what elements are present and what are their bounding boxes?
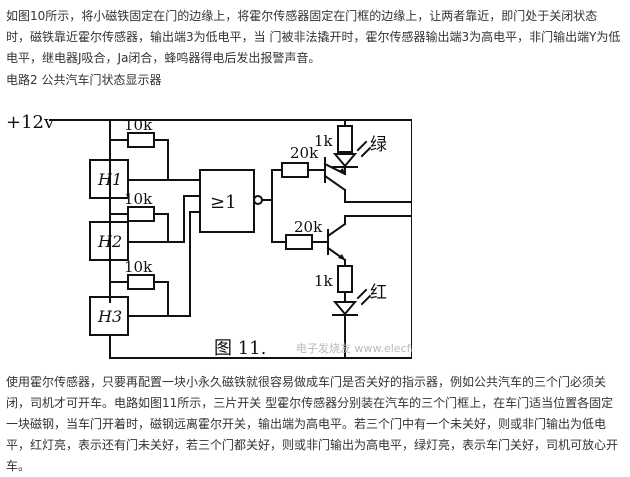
- figure-caption: 图 11.: [214, 338, 266, 359]
- h2-label: H2: [97, 232, 122, 251]
- watermark: 电子发烧友 www.elecfans.com: [296, 341, 412, 355]
- resistor-1k-top: [337, 125, 353, 153]
- r-base-bottom-label: 20k: [294, 218, 323, 236]
- h1-label: H1: [97, 170, 122, 189]
- led-green: [332, 153, 358, 168]
- resistor-10k-1: [127, 132, 155, 148]
- resistor-1k-bottom: [337, 265, 353, 293]
- gate-label: ≥1: [210, 192, 237, 213]
- r-led-bottom-label: 1k: [314, 272, 334, 290]
- h3-label: H3: [97, 307, 122, 326]
- resistor-10k-3: [127, 274, 155, 290]
- description-paragraph: 使用霍尔传感器，只要再配置一块小永久磁铁就很容易做成车门是否关好的指示器，例如公…: [6, 375, 619, 473]
- section-title: 电路2 公共汽车门状态显示器: [6, 73, 162, 87]
- supply-label: +12v: [6, 112, 55, 133]
- r-led-top-label: 1k: [314, 132, 334, 150]
- r-h2-label: 10k: [124, 190, 153, 208]
- red-label: 红: [370, 283, 387, 303]
- green-label: 绿: [370, 135, 387, 155]
- resistor-20k-top: [281, 162, 309, 178]
- r-h1-label: 10k: [124, 116, 153, 134]
- nor-output-bubble: [253, 195, 263, 205]
- r-h3-label: 10k: [124, 258, 153, 276]
- circuit-diagram: +12v 10k 10k 10k H1 H2 H3 ≥1 1k 20k 20k …: [6, 112, 412, 359]
- resistor-10k-2: [127, 206, 155, 222]
- r-base-top-label: 20k: [290, 144, 319, 162]
- led-red: [332, 301, 358, 316]
- intro-paragraph: 如图10所示，将小磁铁固定在门的边缘上，将霍尔传感器固定在门框的边缘上，让两者靠…: [6, 9, 621, 65]
- resistor-20k-bottom: [285, 234, 313, 250]
